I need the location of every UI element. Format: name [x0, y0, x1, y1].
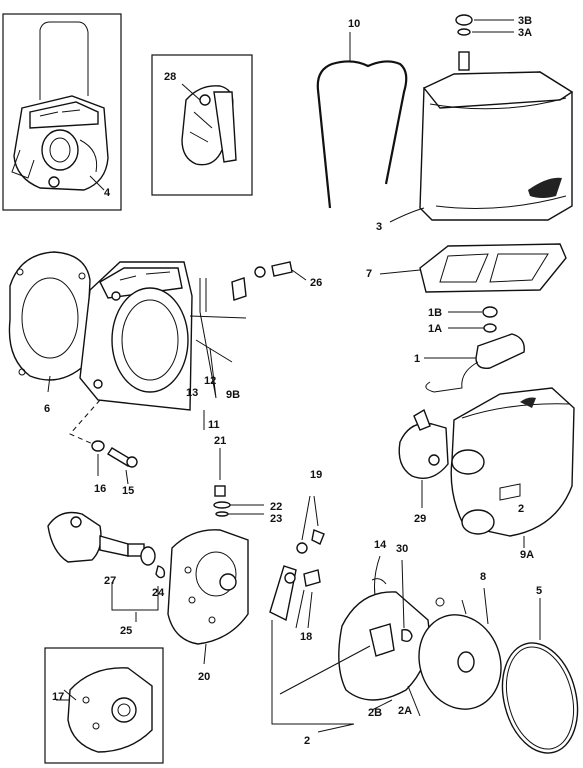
callout-label: 8 [480, 571, 486, 583]
callout-label: 22 [270, 501, 282, 513]
inset-carburetor-4 [2, 13, 122, 211]
coil-assembly-1 [424, 306, 525, 393]
bolt-15-16 [91, 440, 138, 485]
callout-label: 29 [414, 513, 426, 525]
callout-label: 20 [198, 671, 210, 683]
callout-label: 13 [186, 387, 198, 399]
callout-label: 1A [428, 323, 442, 335]
callout-label: 12 [204, 375, 216, 387]
callout-label: 21 [214, 435, 226, 447]
callout-label: 9A [520, 549, 534, 561]
callout-label: 1B [428, 307, 442, 319]
callout-label: 7 [366, 268, 372, 280]
wire-clip-10 [316, 32, 408, 209]
cover-assembly-3 [389, 14, 574, 223]
screw-21 [213, 448, 264, 517]
callout-label: 30 [396, 543, 408, 555]
seal-ring-5 [501, 598, 579, 754]
callout-label: 3 [376, 221, 382, 233]
callout-label: 10 [348, 18, 360, 30]
callout-label: 14 [374, 539, 387, 551]
rotor-disc-8 [418, 587, 502, 710]
callout-label: 2B [368, 707, 382, 719]
leader-lines [63, 83, 421, 733]
callout-label: 2 [518, 503, 524, 515]
callout-label: 3B [518, 15, 532, 27]
callout-label: 28 [164, 71, 176, 83]
callout-label: 4 [104, 187, 111, 199]
housing-9A [450, 387, 575, 548]
callout-label: 3A [518, 27, 532, 39]
shaft-27 [47, 511, 166, 622]
callout-label: 5 [536, 585, 542, 597]
callout-label: 19 [310, 469, 322, 481]
callout-label: 2A [398, 705, 412, 717]
callout-label: 24 [152, 587, 165, 599]
callout-label: 2 [304, 735, 310, 747]
callout-label: 16 [94, 483, 106, 495]
callout-label: 26 [310, 277, 322, 289]
screw-washer-26 [231, 261, 307, 301]
screws-19 [296, 495, 325, 554]
inset-plate-17 [44, 647, 164, 764]
gasket-7 [379, 243, 567, 293]
callout-label: 17 [52, 691, 64, 703]
callout-label: 15 [122, 485, 134, 497]
inset-part-28 [151, 54, 253, 196]
dashed-leader [69, 399, 103, 449]
callout-label: 9B [226, 389, 240, 401]
condenser-30 [401, 559, 413, 643]
callout-label: 6 [44, 403, 50, 415]
condenser-plate-2B [279, 591, 430, 701]
gasket-6 [8, 251, 91, 393]
cap-29 [398, 408, 449, 508]
callout-label: 27 [104, 575, 116, 587]
bracket-18 [269, 565, 354, 725]
callout-label: 1 [414, 353, 420, 365]
callout-label: 23 [270, 513, 282, 525]
callout-label: 18 [300, 631, 312, 643]
carburetor-body-11 [79, 261, 247, 430]
breaker-plate-20 [167, 529, 249, 665]
callout-label: 11 [208, 419, 220, 431]
callout-label: 25 [120, 625, 132, 637]
